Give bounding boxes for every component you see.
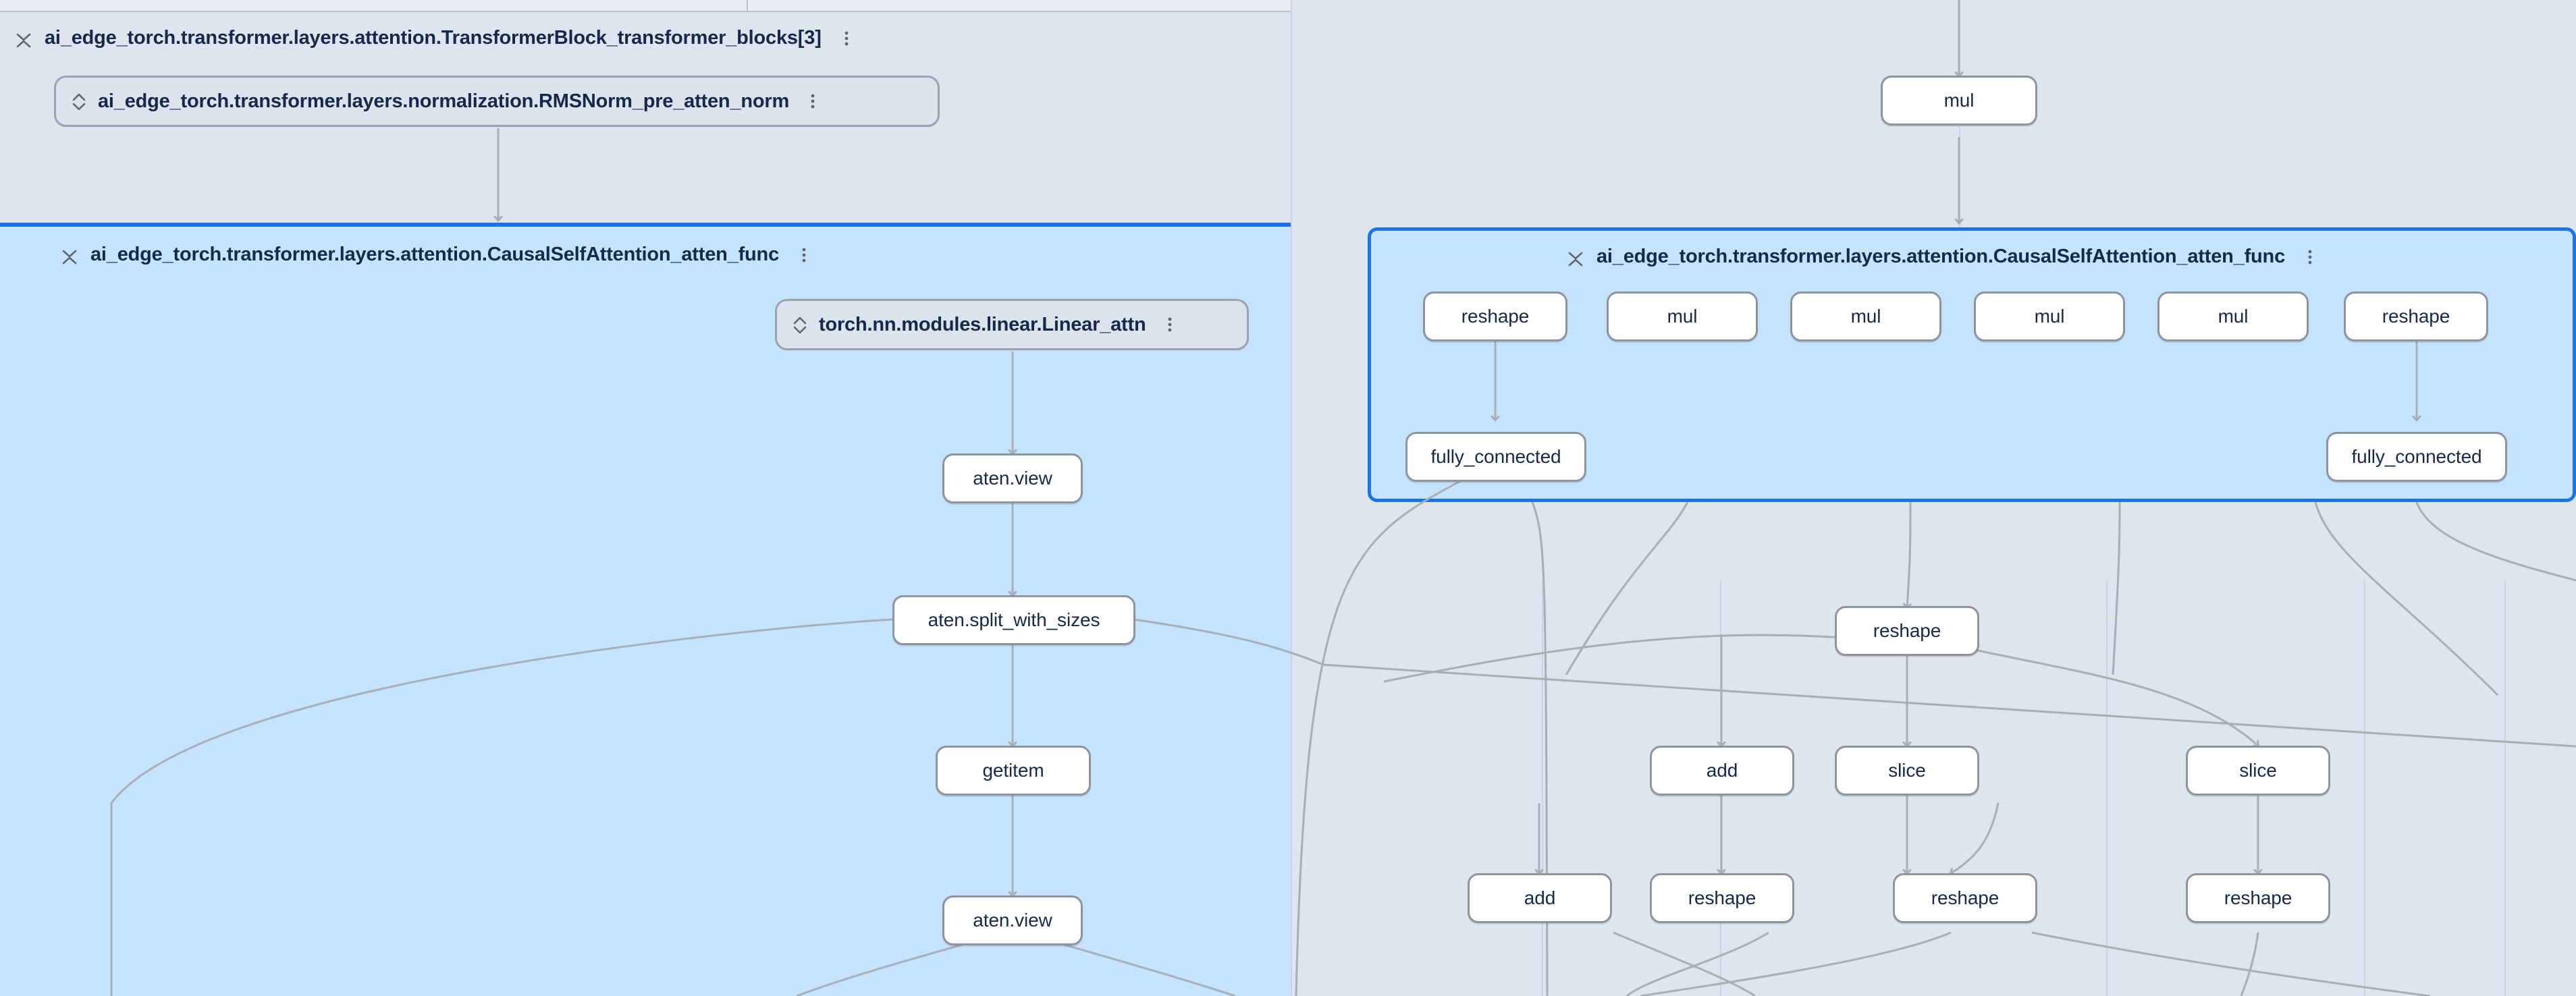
expand-chevrons-icon[interactable] — [792, 314, 808, 335]
op-node-label: add — [1706, 760, 1738, 781]
top-ruler-tick — [747, 0, 748, 11]
op-node-label: mul — [1850, 306, 1881, 327]
op-node-label: aten.split_with_sizes — [928, 609, 1100, 630]
more-vertical-icon[interactable] — [2307, 247, 2313, 267]
collapse-chevrons-icon[interactable] — [15, 28, 32, 49]
group-attention-left-title: ai_edge_torch.transformer.layers.attenti… — [90, 244, 779, 265]
op-node-label: mul — [1943, 90, 1975, 111]
module-node-linear-attn-label: torch.nn.modules.linear.Linear_attn — [819, 313, 1146, 335]
op-node-label: reshape — [2382, 306, 2450, 327]
expand-chevrons-icon[interactable] — [71, 91, 87, 111]
op-node-label: reshape — [1931, 887, 2000, 908]
group-attention-left-header[interactable]: ai_edge_torch.transformer.layers.attenti… — [61, 244, 807, 266]
op-node-label: aten.view — [973, 468, 1052, 489]
op-node-label: getitem — [982, 760, 1044, 781]
op-node-reshape-k[interactable]: reshape — [2344, 292, 2488, 341]
layout-guide-line — [2364, 580, 2365, 996]
more-vertical-icon[interactable] — [1166, 314, 1173, 335]
op-node-slice-2[interactable]: slice — [2186, 746, 2330, 796]
op-node-label: fully_connected — [1430, 446, 1561, 467]
op-node-getitem[interactable]: getitem — [936, 746, 1091, 796]
op-node-label: mul — [1667, 306, 1698, 327]
layout-guide-line — [2504, 580, 2506, 996]
op-node-aten-view-2[interactable]: aten.view — [942, 895, 1083, 945]
op-node-label: reshape — [1873, 620, 1941, 641]
collapse-chevrons-icon[interactable] — [61, 245, 78, 265]
op-node-aten-split-with-sizes[interactable]: aten.split_with_sizes — [892, 595, 1135, 645]
op-node-add-2[interactable]: add — [1468, 873, 1612, 923]
op-node-label: slice — [2239, 760, 2277, 781]
op-node-label: reshape — [1688, 887, 1756, 908]
more-vertical-icon[interactable] — [843, 28, 850, 49]
op-node-add-1[interactable]: add — [1650, 746, 1794, 796]
op-node-mul-4[interactable]: mul — [2157, 292, 2309, 341]
group-attention-right-title: ai_edge_torch.transformer.layers.attenti… — [1596, 246, 2285, 267]
op-node-label: reshape — [2224, 887, 2292, 908]
op-node-label: reshape — [1461, 306, 1530, 327]
more-vertical-icon[interactable] — [809, 91, 816, 111]
module-node-rmsnorm-label: ai_edge_torch.transformer.layers.normali… — [98, 90, 790, 112]
op-node-mul-2[interactable]: mul — [1790, 292, 1941, 341]
group-transformer-block-header[interactable]: ai_edge_torch.transformer.layers.attenti… — [15, 27, 850, 49]
op-node-aten-view-1[interactable]: aten.view — [942, 453, 1083, 503]
op-node-mul-3[interactable]: mul — [1974, 292, 2125, 341]
module-node-rmsnorm[interactable]: ai_edge_torch.transformer.layers.normali… — [54, 76, 940, 127]
group-attention-right-header[interactable]: ai_edge_torch.transformer.layers.attenti… — [1567, 246, 2313, 268]
op-node-reshape-b3[interactable]: reshape — [2186, 873, 2330, 923]
op-node-slice-1[interactable]: slice — [1835, 746, 1979, 796]
op-node-reshape-q[interactable]: reshape — [1423, 292, 1567, 341]
layout-guide-line — [1291, 0, 1292, 996]
top-ruler-strip — [0, 0, 1291, 11]
op-node-label: mul — [2034, 306, 2065, 327]
op-node-label: slice — [1888, 760, 1926, 781]
module-node-linear-attn[interactable]: torch.nn.modules.linear.Linear_attn — [775, 299, 1249, 350]
op-node-label: fully_connected — [2351, 446, 2482, 467]
collapse-chevrons-icon[interactable] — [1567, 247, 1584, 267]
group-transformer-block-title: ai_edge_torch.transformer.layers.attenti… — [45, 27, 822, 49]
op-node-fully-connected-left[interactable]: fully_connected — [1405, 432, 1586, 482]
op-node-label: mul — [2218, 306, 2249, 327]
layout-guide-line — [1542, 580, 1543, 996]
layout-guide-line — [2106, 580, 2108, 996]
op-node-label: add — [1524, 887, 1556, 908]
op-node-reshape-mid[interactable]: reshape — [1835, 606, 1979, 656]
op-node-reshape-b2[interactable]: reshape — [1893, 873, 2037, 923]
op-node-fully-connected-right[interactable]: fully_connected — [2326, 432, 2507, 482]
op-node-label: aten.view — [973, 910, 1052, 931]
op-node-mul-top[interactable]: mul — [1881, 76, 2037, 126]
op-node-mul-1[interactable]: mul — [1607, 292, 1758, 341]
more-vertical-icon[interactable] — [801, 245, 807, 265]
op-node-reshape-b1[interactable]: reshape — [1650, 873, 1794, 923]
